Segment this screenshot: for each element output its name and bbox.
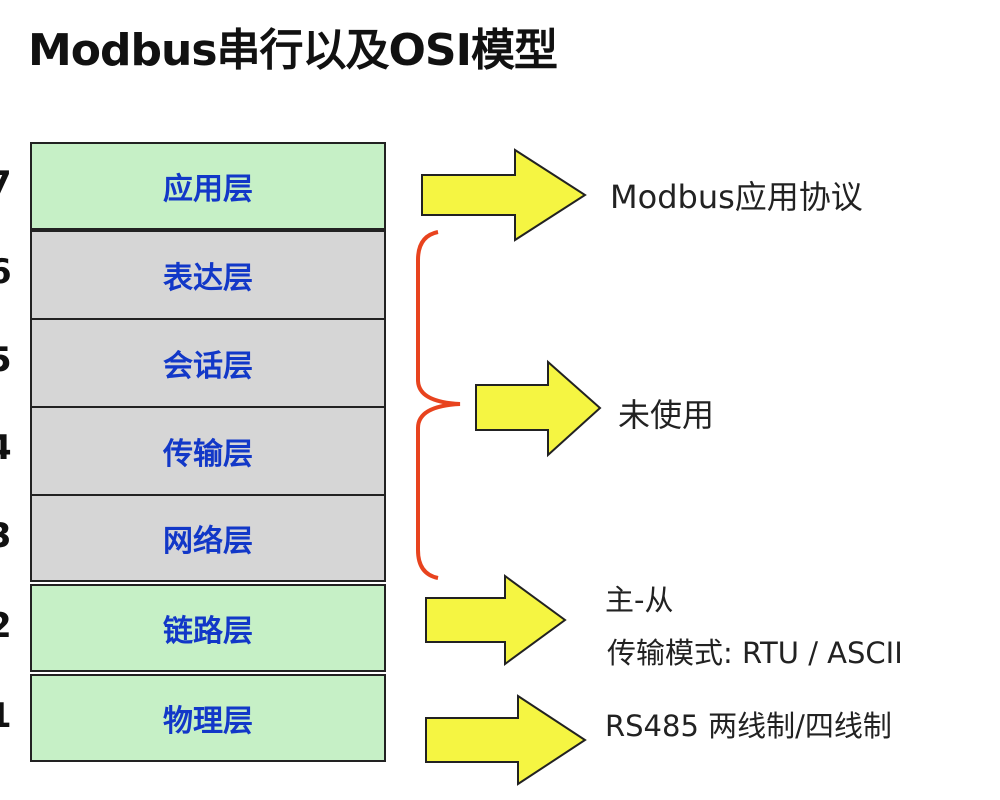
layer-number: 1 bbox=[0, 696, 12, 736]
layer-application: 应用层 bbox=[30, 142, 386, 230]
layer-number: 5 bbox=[0, 340, 12, 380]
layer-number: 4 bbox=[0, 428, 12, 468]
arrow-physical bbox=[425, 694, 587, 786]
layer-label: 会话层 bbox=[163, 349, 253, 384]
arrow-unused bbox=[475, 359, 602, 458]
layer-label: 应用层 bbox=[163, 172, 253, 207]
arrow-datalink bbox=[425, 574, 567, 666]
layer-label: 物理层 bbox=[163, 704, 253, 739]
layer-datalink: 链路层 bbox=[30, 584, 386, 672]
application-note: Modbus应用协议 bbox=[610, 178, 863, 216]
link-note-line1: 主-从 bbox=[605, 583, 674, 617]
layer-presentation: 表达层 bbox=[30, 230, 386, 320]
layer-number: 6 bbox=[0, 252, 12, 292]
layer-physical: 物理层 bbox=[30, 674, 386, 762]
layer-label: 传输层 bbox=[163, 437, 253, 472]
physical-note: RS485 两线制/四线制 bbox=[605, 709, 892, 743]
layer-number: 7 bbox=[0, 164, 12, 204]
link-note-line2: 传输模式: RTU / ASCII bbox=[607, 636, 903, 670]
layer-label: 链路层 bbox=[163, 614, 253, 649]
brace bbox=[416, 230, 461, 580]
layer-number: 2 bbox=[0, 606, 12, 646]
layer-network: 网络层 bbox=[30, 494, 386, 582]
arrow-application bbox=[421, 148, 587, 242]
layer-label: 表达层 bbox=[163, 261, 253, 296]
page-title: Modbus串行以及OSI模型 bbox=[28, 25, 558, 76]
layer-label: 网络层 bbox=[163, 524, 253, 559]
unused-note: 未使用 bbox=[618, 396, 715, 434]
layer-number: 3 bbox=[0, 516, 12, 556]
